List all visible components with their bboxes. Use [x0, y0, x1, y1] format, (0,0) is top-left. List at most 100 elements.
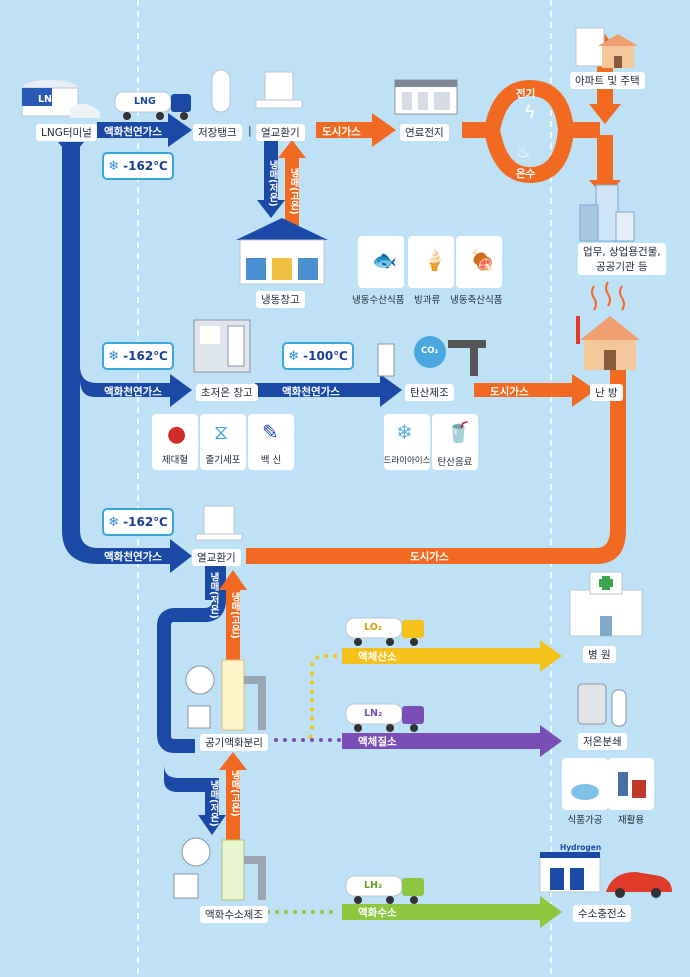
lightning-icon: ϟ	[524, 102, 536, 123]
to-commercial-arrow	[589, 135, 621, 198]
refrigerant-low-label-1: 냉매(저온)	[267, 160, 278, 207]
lng-terminal-illustration	[21, 80, 100, 118]
commercial-label: 업무, 상업용건물, 공공기관 등	[578, 243, 666, 275]
hydrogen-truck-illustration	[345, 875, 424, 904]
refrigerant-low-arrow-1	[257, 140, 285, 218]
hospital-label: 병 원	[583, 646, 616, 663]
soda-glass-icon: 🥤	[446, 420, 471, 444]
lng-flow-label-4: 액화천연가스	[104, 551, 162, 563]
city-gas-label-1: 도시가스	[322, 126, 361, 138]
hydrogen-station-label: 수소충전소	[573, 905, 632, 922]
oxygen-dots	[274, 654, 344, 742]
hydrogen-arrow	[342, 896, 562, 928]
lng-truck-illustration	[114, 91, 191, 120]
heat-exchanger-top-label: 열교환기	[256, 124, 305, 141]
cord-blood-card: ●제대혈	[152, 414, 198, 470]
city-gas-label-3: 도시가스	[410, 551, 449, 563]
soda-card: 🥤탄산음료	[432, 414, 478, 470]
lng-flow-label-2: 액화천연가스	[104, 386, 162, 398]
storage-tank-label: 저장탱크	[193, 124, 242, 141]
heat-exchanger-mid-label: 열교환기	[192, 549, 241, 566]
frozen-seafood-card: 🐟	[358, 236, 404, 288]
snowflake-icon: ❄	[108, 348, 120, 364]
liquid-hydrogen-label: 액화수소	[358, 907, 397, 919]
dna-icon: ⧖	[214, 420, 229, 444]
fuel-cell-loop	[462, 79, 600, 184]
lng-trunk	[58, 113, 402, 573]
electricity-label: 전기	[516, 88, 536, 100]
apartments-label: 아파트 및 주택	[570, 72, 645, 89]
dry-ice-icon: ❄	[396, 420, 413, 444]
temp-badge-3: ❄-100℃	[282, 342, 354, 370]
refrigerant-high-arrow-1	[278, 140, 306, 230]
hydrogen-sign-label: Hydrogen	[560, 843, 602, 852]
hydrogen-plant-illustration	[173, 837, 266, 901]
fuel-cell-illustration	[394, 79, 458, 115]
ln2-truck-label: LN₂	[364, 708, 383, 719]
hot-water-label: 온수	[516, 168, 536, 180]
food-processing-label: 식품가공	[567, 815, 603, 826]
cryo-storage-label: 초저온 창고	[196, 384, 258, 401]
air-separation-illustration	[185, 659, 266, 731]
lo2-truck-label: LO₂	[364, 622, 382, 633]
lng-terminal-label: LNG터미널	[36, 124, 97, 141]
refrigerant-high-arrow-3	[219, 752, 247, 850]
ice-cream-icon: 🍦	[422, 248, 447, 272]
syringe-icon: ✎	[262, 420, 279, 444]
nitrogen-truck-illustration	[345, 703, 424, 732]
hot-water-icon: ♨	[516, 142, 530, 161]
city-gas-arrow-1	[316, 113, 396, 147]
commercial-buildings-illustration	[579, 184, 635, 242]
temp-badge-1: ❄-162℃	[102, 152, 174, 180]
temp-badge-2: ❄-162℃	[102, 342, 174, 370]
city-gas-arrow-2	[474, 374, 596, 407]
refrigerant-high-label-3: 냉매(고온)	[229, 770, 240, 817]
city-gas-label-2: 도시가스	[490, 386, 529, 398]
hospital-illustration	[569, 571, 643, 637]
recycling-label: 재활용	[617, 815, 645, 826]
hydrogen-plant-label: 액화수소제조	[200, 906, 268, 923]
oxygen-arrow	[342, 640, 562, 672]
apartment-house-illustration	[575, 27, 638, 68]
temp-badge-4: ❄-162℃	[102, 508, 174, 536]
heating-house-illustration	[576, 281, 640, 370]
lng-flow-label-1: 액화천연가스	[104, 126, 162, 138]
fuel-cell-label: 연료전지	[400, 124, 449, 141]
freezer-label: 냉동창고	[256, 291, 305, 308]
lh2-truck-label: LH₂	[364, 880, 383, 891]
snowflake-icon: ❄	[108, 158, 120, 174]
frozen-seafood-label: 냉동수산식품	[352, 295, 405, 306]
ice-cream-label: 빙과류	[414, 295, 441, 306]
lng-tank-label: LNG	[38, 94, 60, 105]
blood-drop-icon: ●	[167, 422, 187, 447]
liquid-oxygen-label: 액체산소	[358, 651, 397, 663]
cryo-grinding-label: 저온분쇄	[578, 733, 627, 750]
snowflake-icon: ❄	[288, 348, 300, 364]
frozen-meat-label: 냉동축산식품	[450, 295, 503, 306]
frozen-meat-card: 🍖	[456, 236, 502, 288]
hydrogen-station-illustration	[539, 852, 672, 898]
fish-icon: 🐟	[372, 248, 397, 272]
stem-cells-card: ⧖줄기세포	[200, 414, 246, 470]
heat-exchanger-illustration	[195, 505, 243, 541]
co2-label: CO₂	[421, 346, 439, 356]
cryo-storage-illustration	[193, 319, 251, 373]
refrigerant-high-label-1: 냉매(고온)	[288, 168, 299, 215]
refrigerant-high-arrow-2	[219, 570, 247, 660]
vaccine-card: ✎백 신	[248, 414, 294, 470]
air-separation-label: 공기액화분리	[200, 734, 268, 751]
meat-icon: 🍖	[470, 248, 495, 272]
recycling-card	[608, 758, 654, 810]
lng-flow-label-3: 액화천연가스	[282, 386, 340, 398]
node-divider: |	[248, 124, 252, 137]
nitrogen-arrow	[342, 725, 562, 757]
snowflake-icon: ❄	[108, 514, 120, 530]
refrigerant-low-arrow-3	[164, 746, 226, 835]
refrigerant-high-label-2: 냉매(고온)	[229, 592, 240, 639]
freezer-warehouse-illustration	[236, 218, 328, 285]
refrigerant-low-loop-2	[157, 563, 226, 753]
lng-truck-label: LNG	[134, 96, 156, 107]
refrigerant-low-label-3: 냉매(저온)	[208, 780, 219, 827]
